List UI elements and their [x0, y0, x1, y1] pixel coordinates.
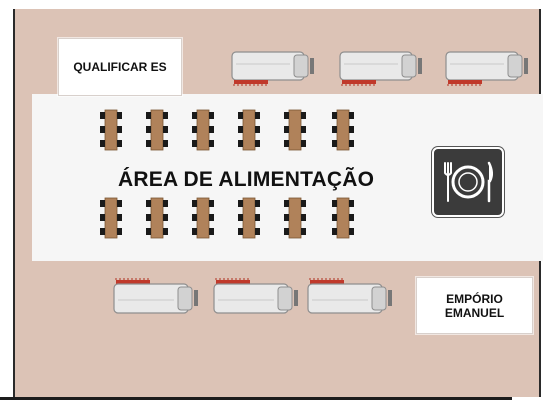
food-truck-icon [445, 51, 528, 86]
floor-baseline [0, 397, 512, 400]
food-truck-bottom-2 [213, 278, 298, 314]
dining-table-bottom-2 [146, 197, 168, 239]
food-court-title: ÁREA DE ALIMENTAÇÃO [118, 168, 375, 191]
dining-table-icon [192, 109, 214, 151]
dining-table-icon [192, 197, 214, 239]
dining-table-icon [332, 109, 354, 151]
food-truck-top-3 [445, 51, 528, 86]
food-truck-icon [339, 51, 422, 86]
dining-table-icon [284, 109, 306, 151]
food-truck-icon [213, 278, 298, 314]
food-truck-bottom-3 [307, 278, 392, 314]
food-truck-bottom-1 [113, 278, 198, 314]
qualificar-es-label: QUALIFICAR ES [73, 60, 167, 74]
dining-table-icon [100, 109, 122, 151]
dining-table-icon [146, 197, 168, 239]
dining-table-icon [332, 197, 354, 239]
emporio-emanuel-stand: EMPÓRIO EMANUEL [416, 277, 533, 334]
dining-table-icon [284, 197, 306, 239]
qualificar-es-stand: QUALIFICAR ES [58, 38, 182, 96]
plate-fork-knife-icon [444, 161, 493, 203]
dining-table-bottom-5 [284, 197, 306, 239]
food-truck-top-2 [339, 51, 422, 86]
dining-table-bottom-6 [332, 197, 354, 239]
dining-table-bottom-1 [100, 197, 122, 239]
dining-table-icon [146, 109, 168, 151]
emporio-emanuel-label: EMPÓRIO EMANUEL [444, 291, 505, 320]
food-truck-icon [113, 278, 198, 314]
dining-table-bottom-3 [192, 197, 214, 239]
dining-table-top-2 [146, 109, 168, 151]
dining-table-top-4 [238, 109, 260, 151]
food-truck-icon [231, 51, 314, 86]
food-truck-top-1 [231, 51, 314, 86]
dining-table-icon [238, 109, 260, 151]
restaurant-icon [432, 147, 504, 217]
dining-table-icon [100, 197, 122, 239]
dining-table-top-3 [192, 109, 214, 151]
dining-table-bottom-4 [238, 197, 260, 239]
dining-table-top-1 [100, 109, 122, 151]
dining-table-top-6 [332, 109, 354, 151]
food-truck-icon [307, 278, 392, 314]
dining-table-top-5 [284, 109, 306, 151]
dining-table-icon [238, 197, 260, 239]
